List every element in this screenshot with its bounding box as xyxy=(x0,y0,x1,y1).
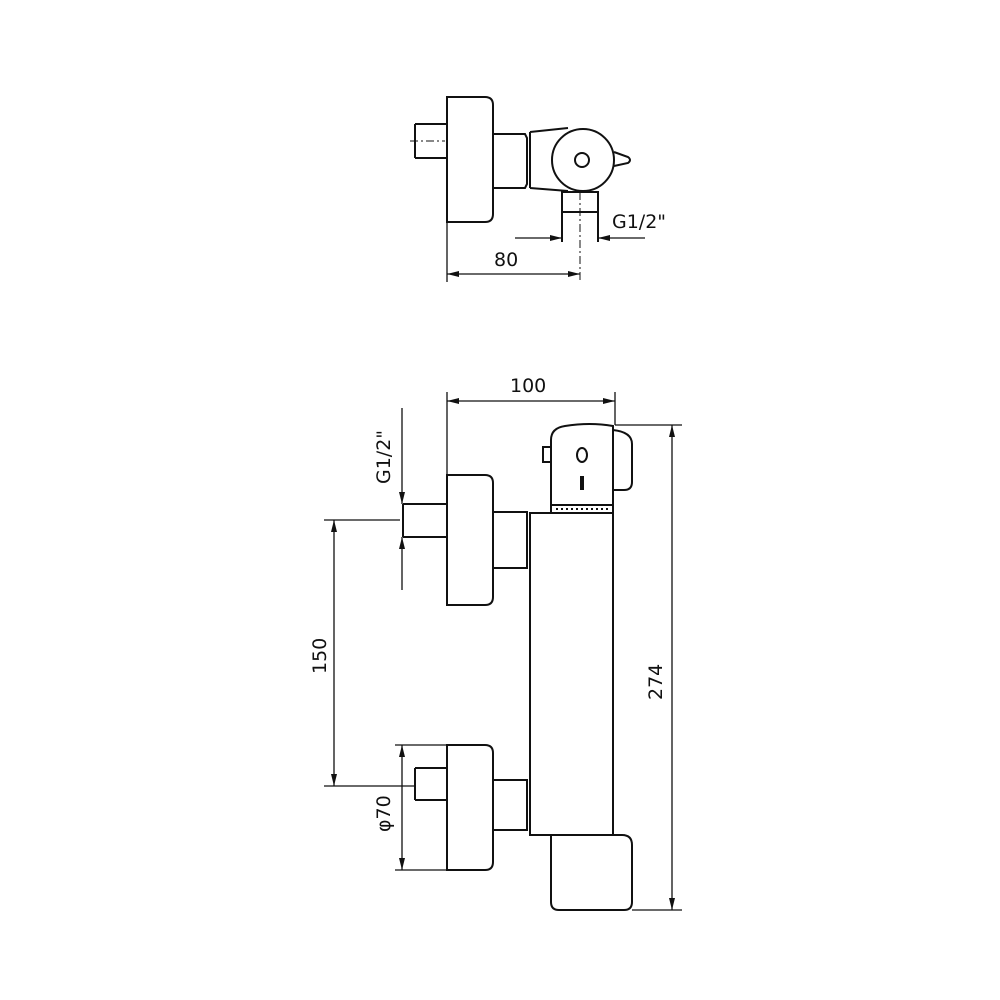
top-thread-label: G1/2" xyxy=(612,211,666,233)
knob-center xyxy=(574,152,590,168)
mixer-body xyxy=(529,512,614,836)
lower-wall-plate xyxy=(446,744,494,871)
neck xyxy=(529,127,569,192)
top-width-label: 80 xyxy=(494,249,518,271)
head-tab xyxy=(542,446,552,463)
upper-connector xyxy=(492,511,528,569)
head-cap xyxy=(612,429,633,491)
thermostat-knob xyxy=(551,128,615,192)
depth-label: 100 xyxy=(510,375,546,397)
thermostat-head xyxy=(550,423,614,506)
lower-inlet-pipe xyxy=(414,767,447,801)
left-thread-label: G1/2" xyxy=(373,430,395,484)
wall-plate xyxy=(446,96,494,223)
diameter-label: φ70 xyxy=(373,795,395,832)
upper-inlet-pipe xyxy=(402,503,447,538)
outlet-bottom xyxy=(550,834,633,911)
lever xyxy=(613,151,631,167)
connector xyxy=(492,133,528,189)
lower-connector xyxy=(492,779,528,831)
top-view: G1/2" 80 xyxy=(410,96,666,282)
head-indicator xyxy=(576,447,588,463)
height-label: 274 xyxy=(645,664,667,700)
centers-label: 150 xyxy=(309,638,331,674)
front-view: 100 274 150 G1/2" φ70 xyxy=(309,375,682,911)
upper-wall-plate xyxy=(446,474,494,606)
